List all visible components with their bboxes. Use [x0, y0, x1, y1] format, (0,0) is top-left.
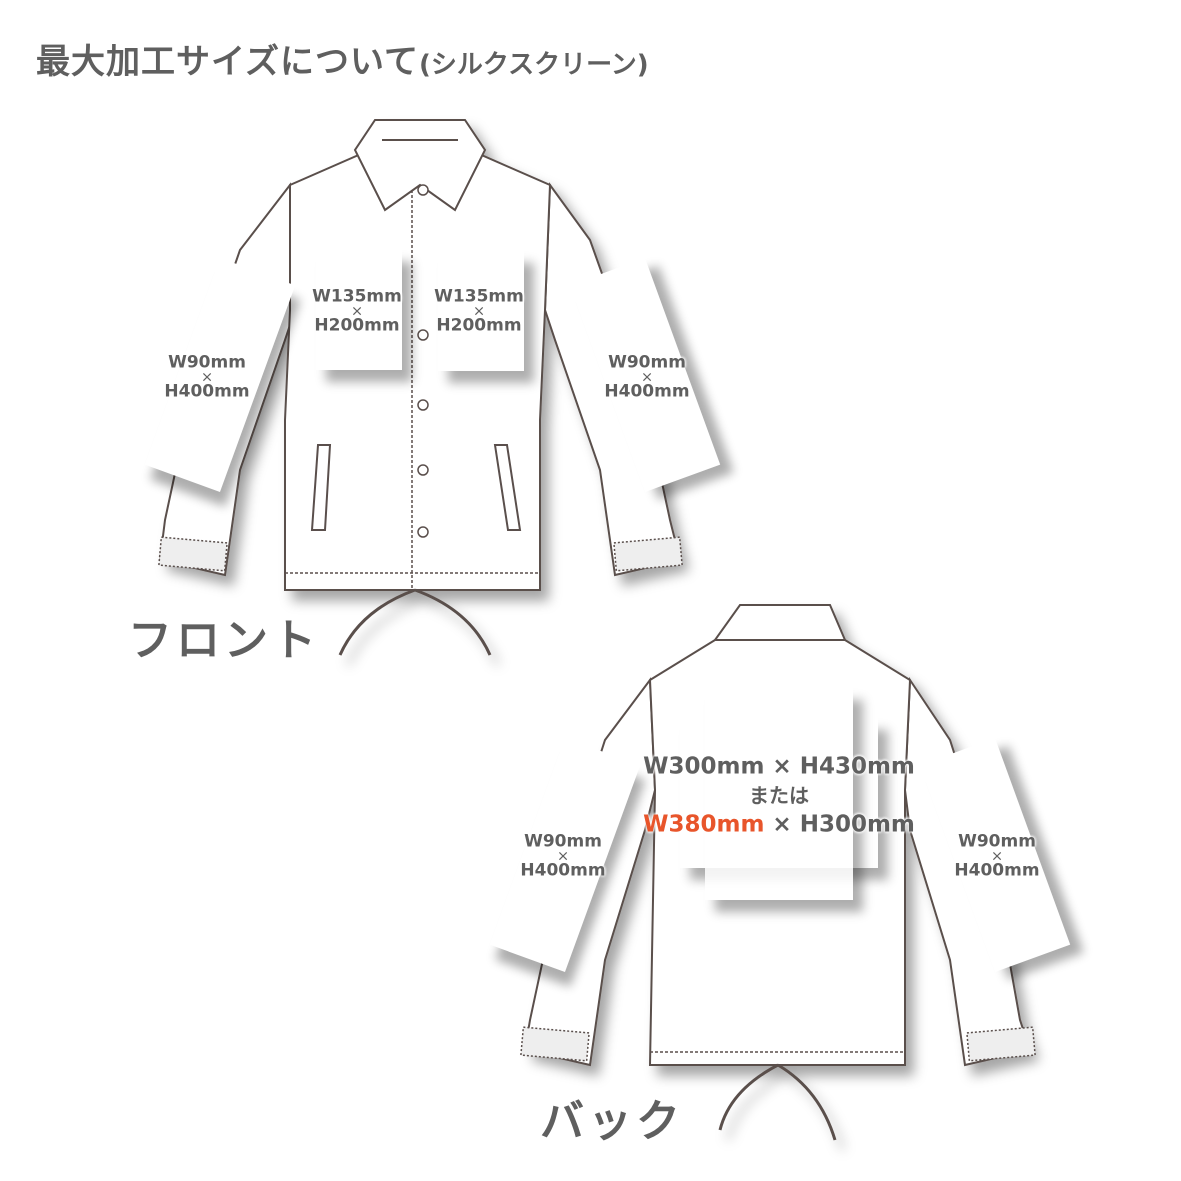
front-left-sleeve-size: W90mm×H400mm — [164, 352, 250, 402]
back-tall-area — [705, 688, 853, 900]
front-label: フロント — [128, 615, 320, 666]
front-right-chest-area — [438, 251, 524, 371]
front-right-sleeve-size: W90mm×H400mm — [604, 352, 690, 402]
back-right-sleeve-size: W90mm×H400mm — [954, 831, 1040, 881]
back-details — [520, 1026, 1036, 1062]
back-label: バック — [540, 1096, 684, 1147]
front-details — [158, 184, 683, 590]
back-center-size: W300mm × H430mm または W380mm × H300mm — [643, 753, 915, 838]
front-left-chest-size: W135mm×H200mm — [312, 286, 402, 336]
title-main: 最大加工サイズについて — [36, 42, 419, 82]
front-left-chest-area — [316, 250, 402, 370]
accent-width: W380mm — [643, 811, 765, 838]
back-left-sleeve-size: W90mm×H400mm — [520, 831, 606, 881]
page-title: 最大加工サイズについて(シルクスクリーン) — [36, 34, 649, 83]
title-sub: (シルクスクリーン) — [418, 50, 649, 80]
front-right-chest-size: W135mm×H200mm — [434, 286, 524, 336]
